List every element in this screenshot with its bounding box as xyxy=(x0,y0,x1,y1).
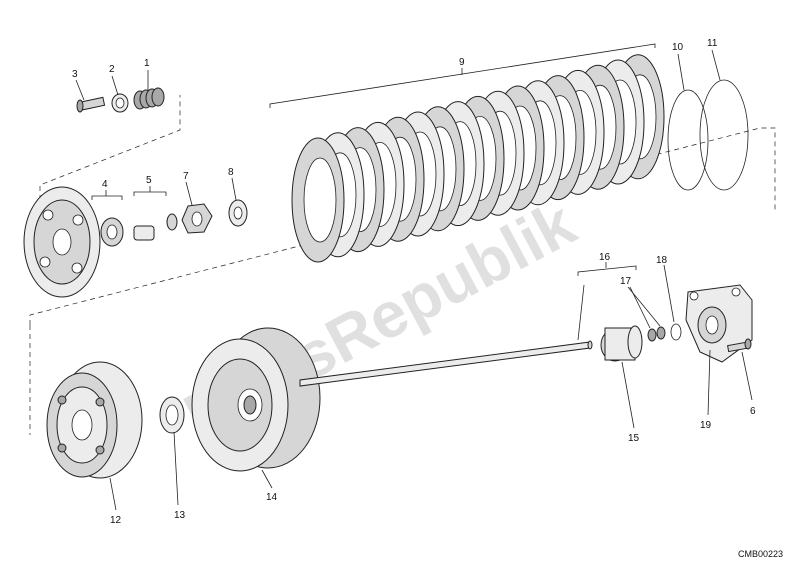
callout-18: 18 xyxy=(656,255,668,266)
callout-2: 2 xyxy=(109,64,115,75)
callout-1: 1 xyxy=(144,58,150,69)
callout-5: 5 xyxy=(146,175,152,186)
leader-lines xyxy=(75,43,753,511)
callout-3: 3 xyxy=(72,69,78,80)
callout-10: 10 xyxy=(672,42,684,53)
clutch-housing-part-14 xyxy=(191,327,321,472)
callout-19: 19 xyxy=(700,420,712,431)
thrust-washer-part-13 xyxy=(159,396,185,434)
callout-8: 8 xyxy=(228,167,234,178)
callout-17: 17 xyxy=(620,276,632,287)
drawing-code: CMB00223 xyxy=(738,549,783,559)
clutch-hub-part-12 xyxy=(46,361,143,479)
callout-12: 12 xyxy=(110,515,122,526)
callout-9: 9 xyxy=(459,57,465,68)
circlip-part-18 xyxy=(670,323,682,341)
nut-part-7 xyxy=(181,203,213,234)
callout-4: 4 xyxy=(102,179,108,190)
clutch-plate-stack-9 xyxy=(291,54,665,263)
clutch-spring-part-1 xyxy=(133,87,165,110)
callout-14: 14 xyxy=(266,492,278,503)
slave-piston-part-15 xyxy=(600,325,643,362)
seal-part-17 xyxy=(647,326,666,342)
spring-cup-part-2 xyxy=(111,93,129,113)
clutch-plate-bore xyxy=(303,157,337,243)
callout-16: 16 xyxy=(599,252,611,263)
o-ring-part-11 xyxy=(699,79,749,191)
callout-7: 7 xyxy=(183,171,189,182)
bearing-part-4 xyxy=(100,217,124,247)
pushrod-shaft-part-16 xyxy=(299,340,593,387)
callout-13: 13 xyxy=(174,510,186,521)
o-ring-part-10 xyxy=(667,89,709,191)
callout-6: 6 xyxy=(750,406,756,417)
bolt-part-6 xyxy=(727,338,752,353)
slave-cylinder-part-19 xyxy=(685,284,753,363)
pressure-plate xyxy=(23,186,101,298)
pushrod-part-5 xyxy=(133,213,178,241)
callout-15: 15 xyxy=(628,433,640,444)
washer-part-8 xyxy=(228,199,248,227)
bolt-part-3 xyxy=(76,96,106,113)
callout-11: 11 xyxy=(707,38,718,49)
